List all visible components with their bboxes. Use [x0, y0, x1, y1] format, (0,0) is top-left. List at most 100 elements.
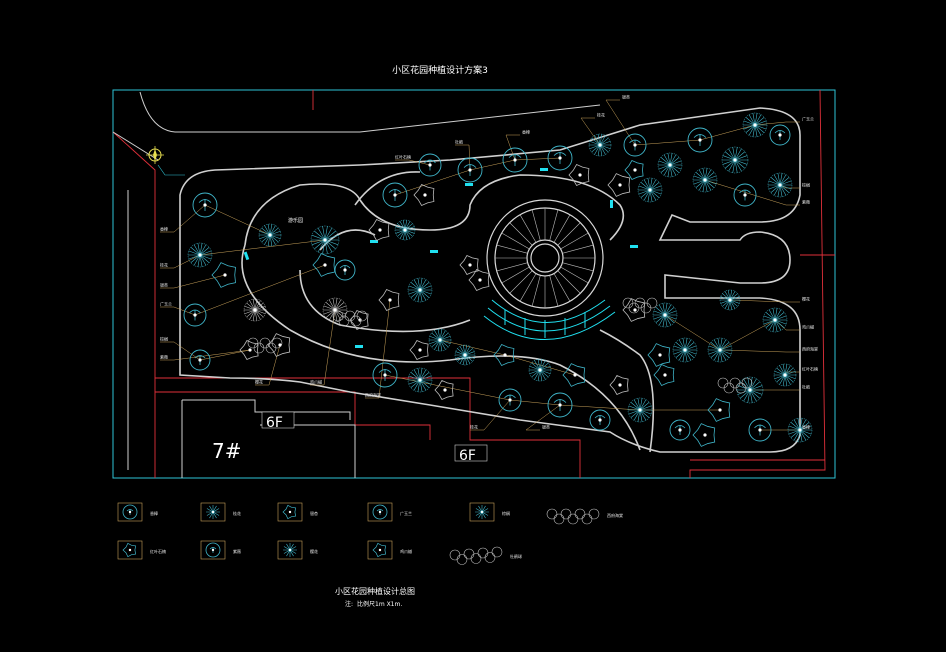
crape-myrtle-icon	[205, 542, 221, 558]
tree-symbol-icon	[742, 112, 768, 138]
plant-labels: 香樟桂花银杏广玉兰棕榈紫薇樱花鸡爪槭西府海棠红叶石楠杜鹃香樟桂花银杏广玉兰棕榈紫…	[160, 94, 818, 430]
legend-item: 广玉兰	[367, 502, 412, 522]
plant-label: 杜鹃	[802, 384, 810, 390]
tree-symbol-icon	[378, 289, 400, 311]
legend-label: 红叶石楠	[150, 548, 166, 554]
tree-symbol-icon	[407, 367, 433, 393]
legend-label: 香樟	[150, 510, 158, 516]
plant-label: 香樟	[160, 226, 168, 232]
shrub-tree-icon	[206, 505, 220, 519]
tree-symbol-icon	[434, 379, 454, 401]
tree-symbol-icon	[773, 363, 797, 387]
legend-label: 广玉兰	[400, 510, 412, 516]
tree-symbol-icon	[692, 423, 716, 447]
tree-symbol-icon	[652, 302, 678, 328]
plant-label: 香樟	[802, 424, 810, 430]
legend-label: 棕榈	[502, 510, 510, 516]
north-arrow-icon	[146, 146, 164, 164]
plant-label: 红叶石楠	[802, 366, 818, 372]
tree-symbol-icon	[409, 339, 429, 361]
plant-label: 红叶石楠	[395, 154, 411, 160]
plant-label: 紫薇	[802, 199, 810, 205]
plant-label: 桂花	[160, 262, 168, 268]
tree-symbol-icon	[211, 262, 236, 288]
legend-label: 樱花	[310, 548, 318, 554]
legend-item: 樱花	[277, 540, 318, 560]
ginkgo-icon	[282, 504, 297, 520]
shrub-cluster-icon	[247, 337, 283, 354]
tree-symbol-icon	[394, 219, 416, 241]
tree-symbol-icon	[748, 418, 772, 442]
plant-label: 鸡爪槭	[802, 324, 814, 330]
legend-label: 杜鹃球	[510, 553, 522, 559]
hedge-icon	[122, 542, 137, 558]
tree-symbol-icon	[647, 343, 671, 367]
legend-label: 鸡爪槭	[400, 548, 412, 554]
tree-symbol-icon	[657, 152, 683, 178]
legend-item: 棕榈	[469, 502, 510, 522]
tree-symbol-icon	[769, 124, 791, 146]
shrub-cluster-icon	[622, 297, 658, 314]
tree-symbol-icon	[382, 182, 408, 208]
plan-title: 小区花园种植设计总图	[335, 586, 415, 596]
tree-symbol-icon	[454, 344, 476, 366]
tree-symbol-icon	[707, 398, 731, 422]
floor-tag-1: 6F	[266, 415, 283, 431]
azalea-icon	[449, 546, 503, 565]
tree-symbol-icon	[239, 339, 259, 361]
tree-symbol-icon	[787, 417, 813, 443]
tree-symbol-icon	[762, 307, 788, 333]
tree-symbol-icon	[622, 298, 646, 322]
tree-symbol-icon	[767, 172, 793, 198]
cherry-icon	[283, 543, 297, 557]
shrub-cluster-icon	[332, 310, 368, 327]
plant-label: 棕榈	[802, 182, 810, 188]
legend-label: 紫薇	[233, 548, 241, 554]
tree-symbol-icon	[719, 289, 741, 311]
legend-label: 桂花	[233, 510, 241, 516]
plaza-steps	[483, 299, 616, 341]
floor-tag-1-box	[261, 411, 295, 429]
legend-item: 银杏	[277, 502, 318, 522]
tree-symbol-icon	[733, 183, 757, 207]
tree-symbol-icon	[312, 253, 336, 277]
tree-symbols	[183, 112, 813, 447]
magnolia-icon	[372, 504, 388, 520]
tree-symbol-icon	[547, 145, 573, 171]
tree-symbol-icon	[189, 349, 211, 371]
tree-symbol-icon	[372, 362, 398, 388]
legend: 香樟桂花银杏广玉兰棕榈红叶石楠紫薇樱花鸡爪槭西府海棠杜鹃球	[117, 502, 623, 565]
tree-symbol-icon	[498, 388, 522, 412]
plant-label: 银杏	[542, 424, 550, 430]
property-lines	[112, 89, 835, 478]
floor-tag-2-box	[454, 444, 488, 462]
plant-label: 樱花	[255, 379, 263, 385]
tree-symbol-icon	[243, 298, 267, 322]
garden-area-label: 游乐园	[288, 217, 303, 224]
plant-label: 香樟	[522, 129, 530, 135]
tree-symbol-icon	[687, 127, 713, 153]
drawing-title: 小区花园种植设计方案3	[392, 64, 488, 76]
legend-item: 紫薇	[200, 540, 241, 560]
tree-symbol-icon	[721, 146, 749, 174]
tree-symbol-icon	[310, 225, 340, 255]
plant-label: 西府海棠	[365, 392, 381, 398]
plant-label: 桂花	[597, 112, 605, 118]
tree-symbol-icon	[334, 259, 356, 281]
tree-symbol-icon	[407, 277, 433, 303]
plant-label: 杜鹃	[455, 139, 463, 145]
tree-symbol-icon	[568, 164, 590, 186]
tree-symbol-icon	[692, 167, 718, 193]
plant-label: 樱花	[802, 296, 810, 302]
floor-tag-2: 6F	[459, 448, 476, 464]
tree-symbol-icon	[457, 157, 483, 183]
central-plaza	[486, 199, 604, 317]
tree-symbol-icon	[607, 173, 631, 197]
plant-label: 银杏	[622, 94, 630, 100]
plant-label: 桂花	[470, 424, 478, 430]
tree-symbol-icon	[528, 358, 552, 382]
tree-symbol-icon	[653, 364, 675, 386]
crabapple-icon	[546, 508, 600, 525]
plant-label: 广玉兰	[802, 116, 814, 122]
